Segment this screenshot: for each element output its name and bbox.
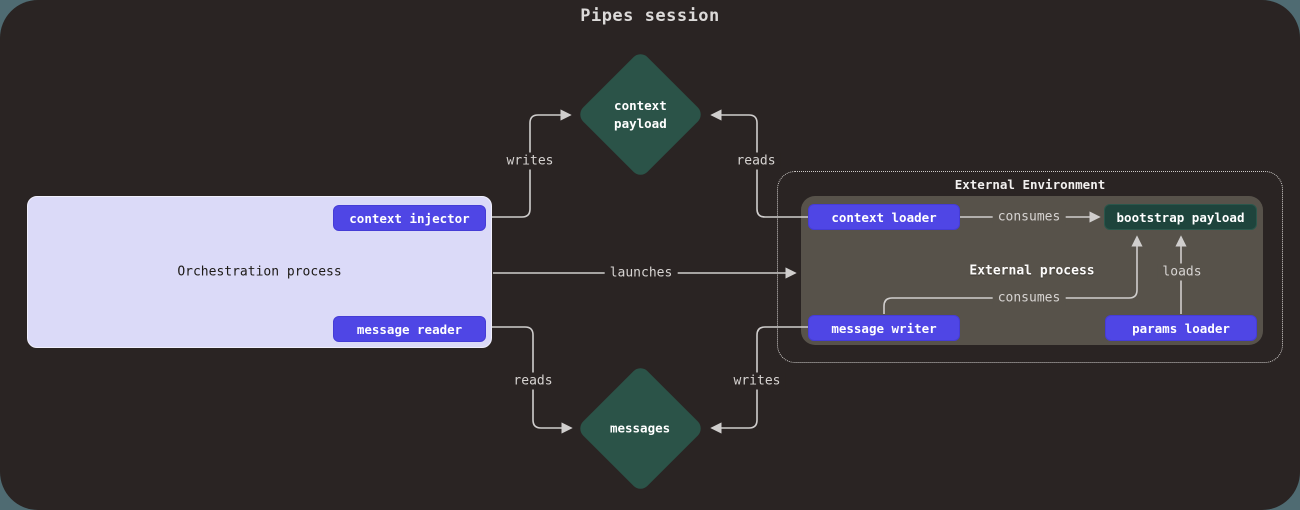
edge-label-launches: launches bbox=[604, 264, 678, 282]
context-loader-node: context loader bbox=[808, 204, 960, 230]
message-reader-node: message reader bbox=[333, 316, 486, 342]
diagram-title: Pipes session bbox=[580, 6, 720, 26]
edge-label-loads: loads bbox=[1157, 263, 1207, 281]
node-context-payload: context payload bbox=[576, 50, 705, 179]
context-injector-node: context injector bbox=[333, 205, 486, 231]
edge-label-writes-top: writes bbox=[501, 152, 559, 170]
external-environment-label: External Environment bbox=[954, 177, 1106, 192]
edge-label-writes-bottom: writes bbox=[728, 372, 786, 390]
orchestration-process-box: Orchestration process context injector m… bbox=[27, 196, 492, 348]
edge-label-consumes-bottom: consumes bbox=[992, 289, 1066, 307]
params-loader-node: params loader bbox=[1105, 315, 1257, 341]
context-payload-label: context payload bbox=[614, 98, 667, 131]
edge-label-consumes-top: consumes bbox=[992, 208, 1066, 226]
external-environment-box: External Environment bbox=[777, 171, 1283, 363]
orchestration-process-label: Orchestration process bbox=[177, 264, 342, 280]
messages-label: messages bbox=[610, 420, 671, 436]
message-writer-node: message writer bbox=[808, 315, 960, 341]
bootstrap-payload-node: bootstrap payload bbox=[1104, 204, 1257, 230]
edge-label-reads-bottom: reads bbox=[508, 372, 558, 390]
node-messages: messages bbox=[576, 364, 705, 493]
edge-label-reads-top: reads bbox=[731, 152, 781, 170]
